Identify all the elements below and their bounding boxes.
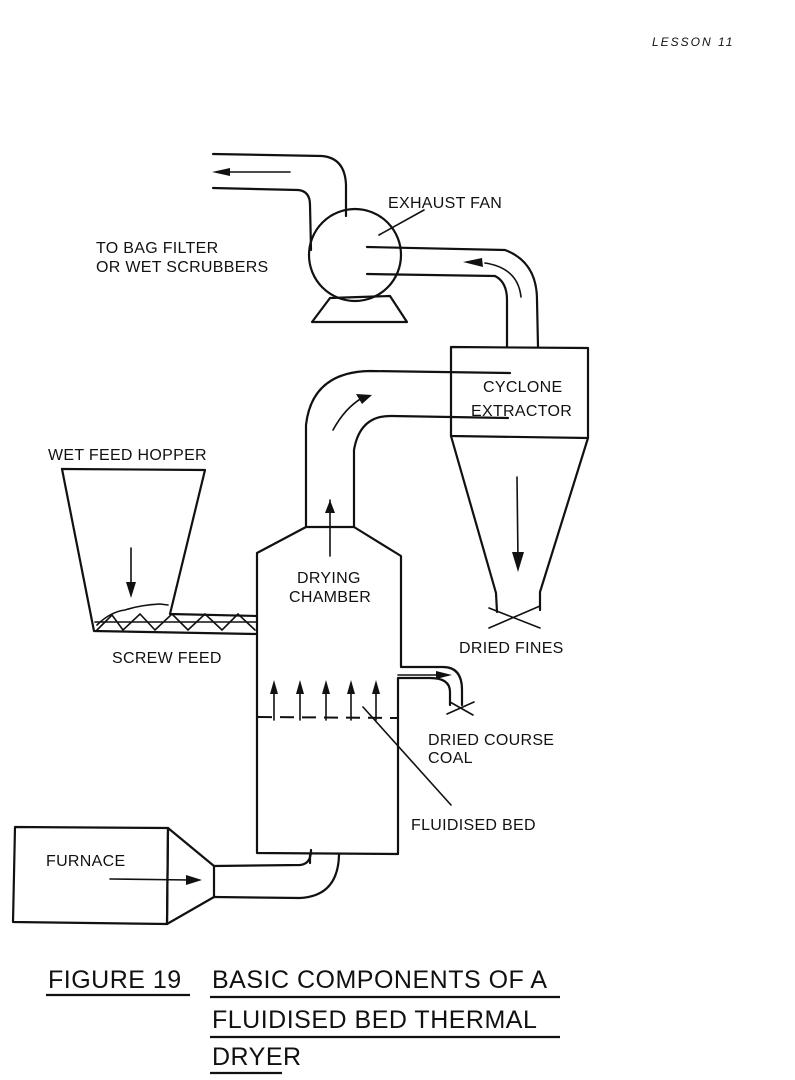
- figure-number: FIGURE 19: [48, 966, 182, 994]
- figure-title-line3: DRYER: [212, 1043, 302, 1071]
- exhaust-fan-label: EXHAUST FAN: [388, 195, 502, 212]
- exhaust-outlet-duct: [211, 152, 348, 252]
- dried-fines-label: DRIED FINES: [459, 640, 564, 657]
- cyclone-extractor: [449, 345, 590, 629]
- screw-feed-conveyor: [94, 612, 258, 632]
- to-bag-filter-label-line1: TO BAG FILTER: [96, 240, 218, 257]
- dried-coal-label-line2: COAL: [428, 750, 473, 767]
- furnace-label: FURNACE: [46, 853, 125, 870]
- drying-chamber-label-line1: DRYING: [297, 570, 361, 587]
- dried-coal-label-line1: DRIED COURSE: [428, 732, 554, 749]
- hopper-down-arrow-icon: [126, 582, 136, 598]
- figure-title-line1: BASIC COMPONENTS OF A: [212, 966, 548, 994]
- duct-flow-arrow-icon: [356, 394, 372, 404]
- drying-chamber-label-line2: CHAMBER: [289, 589, 371, 606]
- to-bag-filter-label-line2: OR WET SCRUBBERS: [96, 259, 269, 276]
- fluidised-bed-label: FLUIDISED BED: [411, 817, 536, 834]
- furnace: [11, 825, 216, 926]
- chamber-up-arrow-icon: [325, 500, 335, 513]
- cyclone-down-arrow-icon: [512, 552, 524, 572]
- chamber-to-cyclone-duct: [304, 369, 512, 529]
- furnace-flow-arrow-icon: [186, 875, 202, 885]
- figure-caption: FIGURE 19 BASIC COMPONENTS OF A FLUIDISE…: [46, 966, 560, 1075]
- drying-chamber: [255, 499, 475, 856]
- outlet-flow-arrow-icon: [212, 168, 230, 176]
- air-flow-arrows: [270, 680, 380, 721]
- coarse-flow-arrow-icon: [436, 671, 452, 679]
- wet-feed-hopper-label: WET FEED HOPPER: [48, 447, 207, 464]
- exhaust-fan: [307, 207, 425, 324]
- screw-feed-label: SCREW FEED: [112, 650, 222, 667]
- cyclone-to-fan-duct: [365, 245, 540, 349]
- figure-title-line2: FLUIDISED BED THERMAL: [212, 1006, 537, 1034]
- wet-feed-hopper: [60, 467, 259, 636]
- furnace-to-chamber-duct: [212, 848, 341, 900]
- cyclone-label-line2: EXTRACTOR: [471, 403, 572, 420]
- lesson-label: LESSON 11: [652, 35, 734, 49]
- cyclone-label-line1: CYCLONE: [483, 379, 562, 396]
- fan-inlet-flow-arrow-icon: [463, 258, 483, 267]
